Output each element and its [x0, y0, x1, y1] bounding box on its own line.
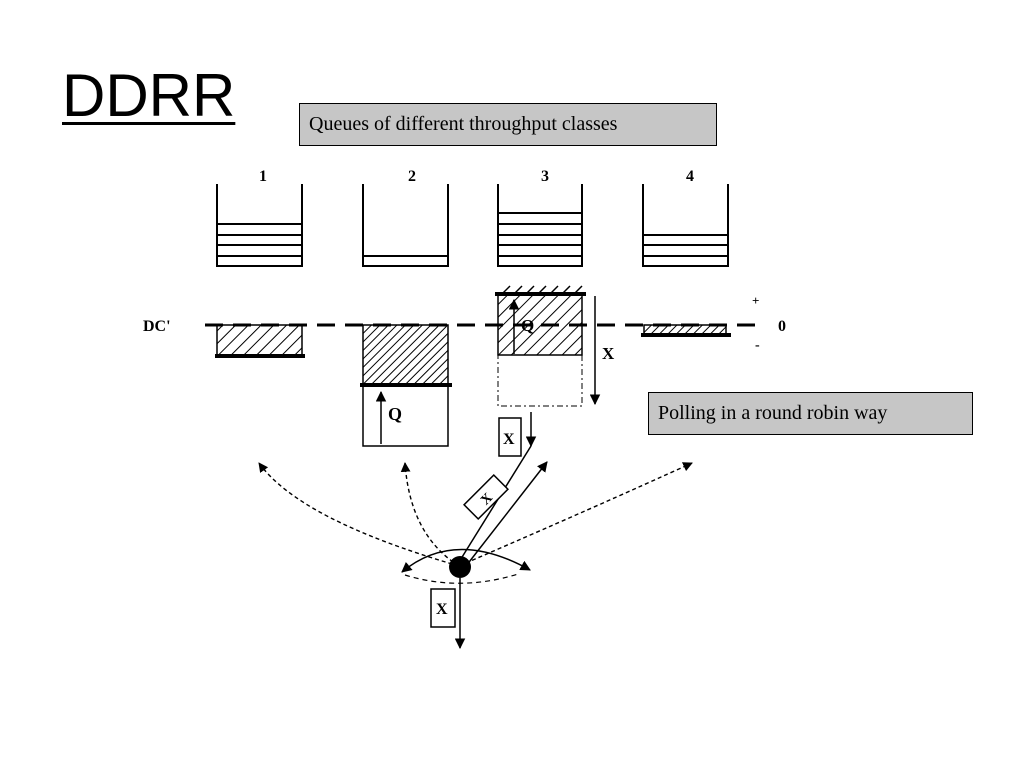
slide-title: DDRR: [62, 62, 236, 129]
plus-sign: +: [752, 293, 759, 308]
queue-number-4: 4: [686, 168, 694, 185]
packet-box-queue3: [498, 417, 522, 457]
packet-size-label-3: X: [602, 344, 615, 363]
queue-number-1: 1: [259, 168, 267, 185]
quantum-label-3: Q: [521, 316, 534, 335]
queue-number-3: 3: [541, 168, 549, 185]
deficit-block-4: [641, 324, 731, 337]
queue-4: [642, 184, 729, 267]
scheduler: [401, 548, 531, 584]
queue-3: [497, 184, 583, 267]
service-line-a: [458, 445, 532, 563]
dc-label: DC': [143, 318, 171, 335]
zero-label: 0: [778, 318, 786, 335]
queue-number-2: 2: [408, 168, 416, 185]
packet-label-output: X: [436, 601, 448, 618]
polling-callout: Polling in a round robin way: [648, 392, 973, 435]
deficit-block-3: [495, 285, 601, 407]
queues-callout: Queues of different throughput classes: [299, 103, 717, 146]
queue-1: [216, 184, 303, 267]
minus-sign: -: [755, 338, 760, 353]
queue-2: [362, 184, 449, 267]
packet-in-transit: X: [463, 474, 509, 520]
service-line-b: [465, 461, 548, 567]
output-packet: [430, 588, 456, 628]
deficit-block-2: [360, 324, 452, 447]
quantum-label-2: Q: [388, 404, 402, 424]
packet-label-queue3: X: [503, 431, 515, 448]
polling-paths: [258, 462, 693, 567]
deficit-block-1: [215, 324, 305, 358]
